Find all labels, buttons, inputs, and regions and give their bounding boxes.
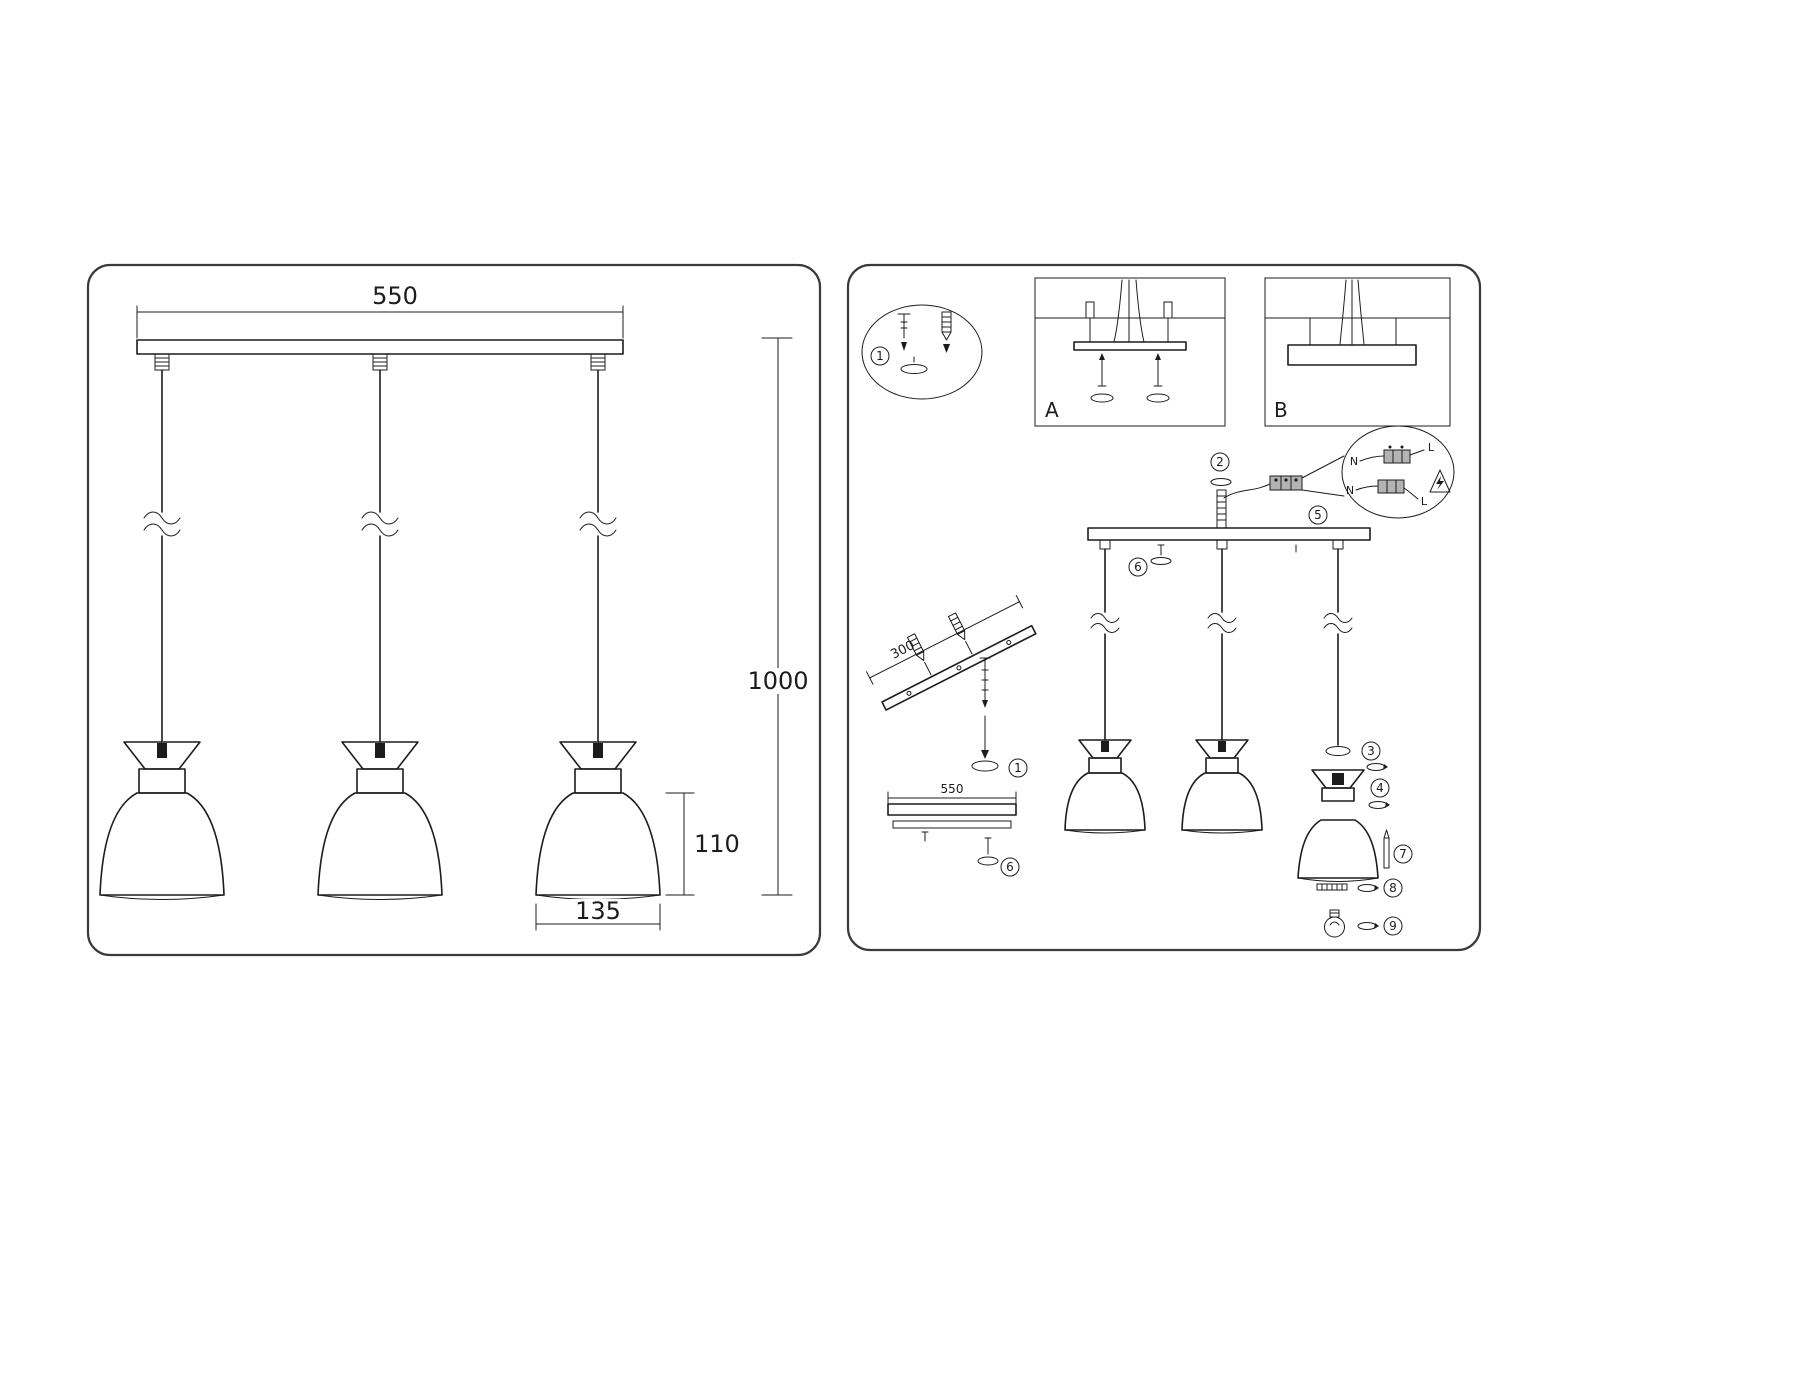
wire-n-bottom-label: N: [1346, 484, 1354, 497]
callout-2: 2: [1210, 452, 1230, 472]
screw-icon: [897, 313, 911, 351]
pendant-1: [99, 353, 225, 901]
canopy-mounted: [1287, 344, 1417, 366]
callout-1-hardware: 1: [870, 346, 890, 366]
anchor-1-icon: [906, 633, 932, 676]
screw-up-left: [1090, 353, 1114, 403]
canopy-detail: 550: [887, 782, 1017, 866]
mounting-bracket-bar: [1073, 341, 1187, 351]
callout-1-label: 1: [1014, 761, 1022, 775]
dim-shade-width-label: 135: [575, 897, 621, 925]
socket-cup-part: [1311, 769, 1365, 802]
callout-6-canopy: 6: [1000, 857, 1020, 877]
callout-6-assembly: 6: [1128, 557, 1148, 577]
wire-l-top-label: L: [1428, 441, 1435, 454]
washer-icon: [971, 760, 999, 772]
cord-2: [1207, 548, 1237, 741]
callout-4-label: 4: [1376, 781, 1384, 795]
canopy-screw-under: [1150, 544, 1172, 565]
assembly-canopy-bar: [1087, 527, 1371, 541]
fixture-canopy-bar: [136, 339, 624, 355]
detail-a-label: A: [1045, 398, 1059, 422]
detail-b-label: B: [1274, 398, 1288, 422]
mounting-detail-a: A: [1034, 277, 1226, 427]
terminal-block: [1269, 475, 1303, 491]
right-panel-border: [846, 263, 1482, 952]
callout-8: 8: [1383, 878, 1403, 898]
shade-part: [1297, 819, 1379, 882]
assembly: [1064, 455, 1390, 938]
callout-3-label: 3: [1367, 744, 1375, 758]
diffuser-part: [1316, 883, 1348, 891]
ceiling-anchor-left: [1085, 301, 1095, 343]
dim-shade-height: 110: [665, 792, 740, 896]
dim-bracket-label: 300: [888, 638, 917, 663]
callout-6-label: 6: [1006, 860, 1014, 874]
dim-shade-height-label: 110: [694, 830, 740, 858]
pendant-2: [317, 353, 443, 901]
anchor-2-icon: [947, 612, 973, 655]
wire-n-top-label: N: [1350, 455, 1358, 468]
wire-l-bottom-label: L: [1421, 495, 1428, 508]
dim-height: 1000: [742, 337, 812, 896]
callout-1-label: 1: [876, 349, 884, 363]
callout-1-bracket: 1: [1008, 758, 1028, 778]
left-panel-border: [86, 263, 822, 957]
cord-1: [1090, 548, 1120, 741]
dim-shade-width: 135: [535, 897, 661, 931]
callout-9-label: 9: [1389, 919, 1397, 933]
pendant-3: [535, 353, 661, 901]
washer-icon: [900, 356, 928, 374]
assembly-pendant-1: [1064, 739, 1146, 834]
dim-height-label: 1000: [747, 667, 808, 695]
terminal-top: [1383, 445, 1411, 464]
exploded-parts: [1297, 746, 1390, 938]
hardware-detail: [861, 304, 983, 400]
finial-screw-part: [1383, 829, 1390, 869]
bracket-detail: 300: [866, 594, 1037, 711]
ceiling-anchor-right: [1163, 301, 1173, 343]
mounting-detail-b: B: [1264, 277, 1451, 427]
terminal-bottom: [1377, 479, 1405, 494]
cord-3: [1323, 548, 1353, 746]
right-panel: 1: [846, 263, 1482, 952]
warning-triangle-icon: [1429, 469, 1451, 493]
screw-up-right: [1146, 353, 1170, 403]
callout-5-label: 5: [1314, 508, 1322, 522]
nipple-stack: [1210, 478, 1232, 529]
wall-anchor-icon: [941, 311, 952, 353]
left-panel: 550 1000 110 135: [86, 263, 822, 957]
callout-7: 7: [1393, 844, 1413, 864]
ring-part: [1325, 746, 1351, 756]
callout-9: 9: [1383, 916, 1403, 936]
callout-6-label: 6: [1134, 560, 1142, 574]
assembly-pendant-2: [1181, 739, 1263, 834]
callout-4: 4: [1370, 778, 1390, 798]
bracket-screw-and-arrow: [971, 657, 999, 772]
callout-7-label: 7: [1399, 847, 1407, 861]
callout-8-label: 8: [1389, 881, 1397, 895]
canopy-screw: [977, 837, 999, 866]
callout-2-label: 2: [1216, 455, 1224, 469]
dim-width: 550: [136, 282, 624, 339]
callout-3: 3: [1361, 741, 1381, 761]
wiring-detail: N L N L: [1341, 425, 1455, 519]
dim-width-label: 550: [372, 282, 418, 310]
bulb-icon: [1324, 909, 1345, 938]
supply-wire: [1223, 483, 1271, 499]
callout-5: 5: [1308, 505, 1328, 525]
dim-canopy-label: 550: [941, 782, 964, 796]
